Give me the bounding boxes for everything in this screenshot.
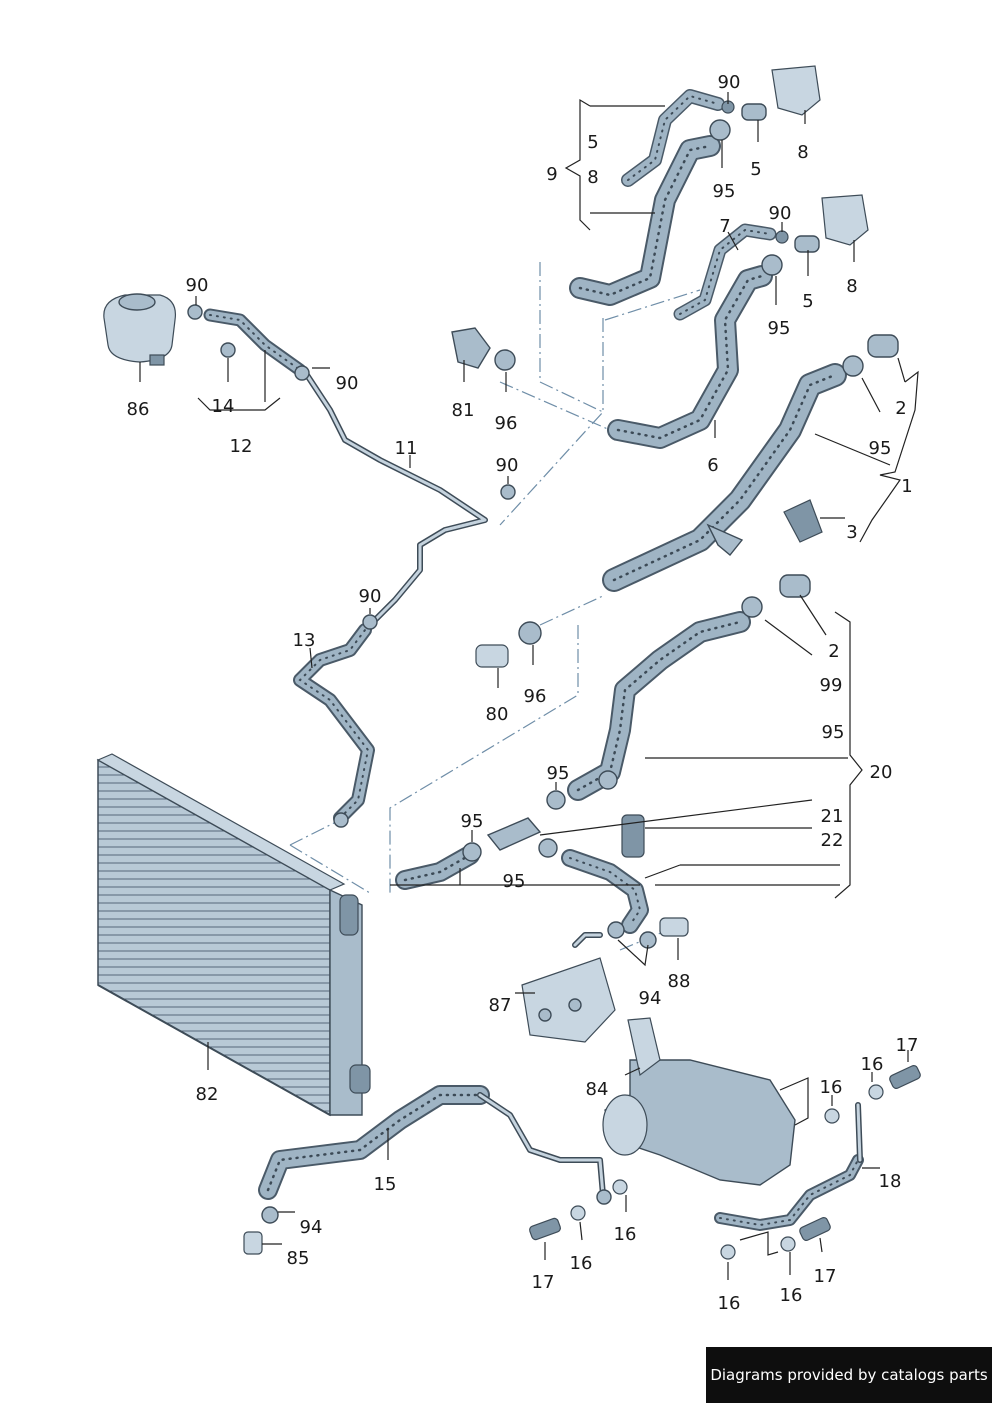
callout-5: 5: [750, 159, 761, 180]
callout-84: 84: [586, 1079, 609, 1100]
callout-90: 90: [769, 203, 792, 224]
callout-90: 90: [336, 373, 359, 394]
callout-94: 94: [300, 1217, 323, 1238]
callout-8: 8: [846, 276, 857, 297]
hose-7: [673, 223, 777, 321]
hose-9-lower: [569, 135, 721, 306]
hose-1: [602, 363, 847, 592]
callout-80: 80: [486, 704, 509, 725]
callout-17: 17: [896, 1035, 919, 1056]
callout-95: 95: [822, 722, 845, 743]
fittings-and-clamps: [187, 65, 921, 1260]
callout-14: 14: [212, 396, 235, 417]
callout-95: 95: [768, 318, 791, 339]
coolant-expansion-tank: [103, 293, 177, 366]
callout-2: 2: [828, 641, 839, 662]
callout-90: 90: [718, 72, 741, 93]
callout-7: 7: [719, 216, 730, 237]
callout-95: 95: [547, 763, 570, 784]
callout-95: 95: [869, 438, 892, 459]
callout-95: 95: [713, 181, 736, 202]
callout-numbers: 90 5 9 8 8 95 5 7 90 8 5 95 90 86 14 12 …: [127, 72, 919, 1314]
hose-lower-branch: [395, 845, 649, 934]
callout-5: 5: [802, 291, 813, 312]
callout-13: 13: [293, 630, 316, 651]
leader-lines: [139, 92, 919, 1280]
callout-17: 17: [814, 1266, 837, 1287]
callout-6: 6: [707, 455, 718, 476]
callout-87: 87: [489, 995, 512, 1016]
callout-21: 21: [821, 806, 844, 827]
callout-90: 90: [359, 586, 382, 607]
callout-16: 16: [570, 1253, 593, 1274]
callout-18: 18: [879, 1171, 902, 1192]
hose-12: [203, 308, 307, 377]
callout-2: 2: [895, 398, 906, 419]
callout-12: 12: [230, 436, 253, 457]
callout-81: 81: [452, 400, 475, 421]
callout-8: 8: [797, 142, 808, 163]
callout-16: 16: [780, 1285, 803, 1306]
hose-15: [258, 1085, 490, 1200]
callout-85: 85: [287, 1248, 310, 1269]
callout-17: 17: [532, 1272, 555, 1293]
hose-9-upper: [621, 89, 725, 187]
callout-5: 5: [587, 132, 598, 153]
callout-9: 9: [546, 164, 557, 185]
watermark-banner: Diagrams provided by catalogs parts: [706, 1347, 992, 1403]
radiator: [96, 753, 371, 1117]
metal-pipes: [302, 369, 863, 1198]
callout-86: 86: [127, 399, 150, 420]
hose-6: [607, 265, 773, 449]
callout-16: 16: [820, 1077, 843, 1098]
callout-88: 88: [668, 971, 691, 992]
callout-99: 99: [820, 675, 843, 696]
callout-94: 94: [639, 988, 662, 1009]
callout-96: 96: [495, 413, 518, 434]
callout-16: 16: [614, 1224, 637, 1245]
callout-15: 15: [374, 1174, 397, 1195]
callout-95: 95: [503, 871, 526, 892]
callout-3: 3: [846, 522, 857, 543]
callout-16: 16: [861, 1054, 884, 1075]
callout-22: 22: [821, 830, 844, 851]
callout-8: 8: [587, 167, 598, 188]
callout-82: 82: [196, 1084, 219, 1105]
callout-90: 90: [496, 455, 519, 476]
callout-1: 1: [901, 476, 912, 497]
hose-13: [293, 623, 375, 825]
callout-90: 90: [186, 275, 209, 296]
callout-95: 95: [461, 811, 484, 832]
callout-11: 11: [395, 438, 418, 459]
hose-20: [567, 611, 751, 801]
callout-96: 96: [524, 686, 547, 707]
callout-20: 20: [870, 762, 893, 783]
hose-18: [714, 1154, 864, 1231]
callout-16: 16: [718, 1293, 741, 1314]
